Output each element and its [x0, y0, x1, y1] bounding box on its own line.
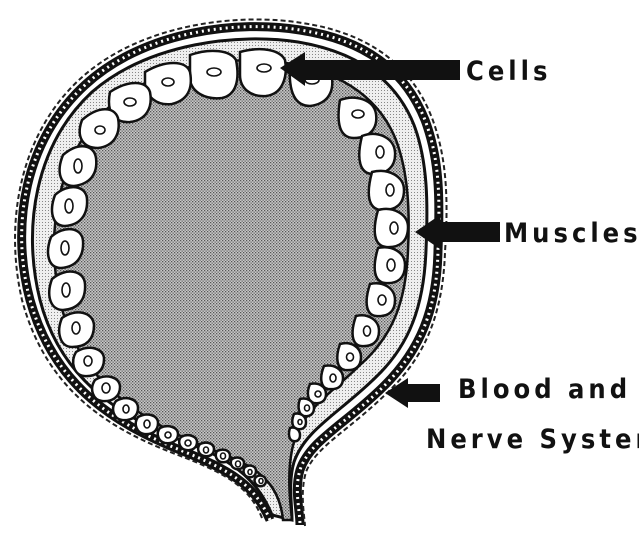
blood-label-line1: Blood and	[458, 374, 631, 405]
cells-label: Cells	[466, 56, 551, 87]
cell	[49, 272, 85, 310]
cell	[113, 398, 138, 420]
cell	[375, 209, 408, 247]
cell	[52, 187, 87, 226]
cell	[337, 343, 361, 370]
cell	[216, 450, 230, 463]
cell	[190, 51, 237, 98]
cell	[244, 466, 256, 478]
cell	[367, 283, 395, 316]
cell	[353, 315, 379, 346]
blood-label-line2: Nerve System	[426, 424, 639, 455]
cell	[179, 435, 197, 450]
cell	[73, 348, 104, 376]
cell	[321, 366, 343, 390]
cell	[289, 427, 300, 441]
cell	[198, 443, 214, 457]
cell	[158, 426, 178, 443]
cell	[48, 229, 83, 268]
cell	[359, 134, 395, 174]
cell	[59, 312, 94, 347]
cell	[92, 376, 120, 401]
cell	[255, 476, 266, 487]
muscles-label: Muscles	[504, 218, 639, 249]
cell	[375, 247, 405, 283]
cell	[136, 415, 158, 435]
cell	[60, 146, 97, 186]
